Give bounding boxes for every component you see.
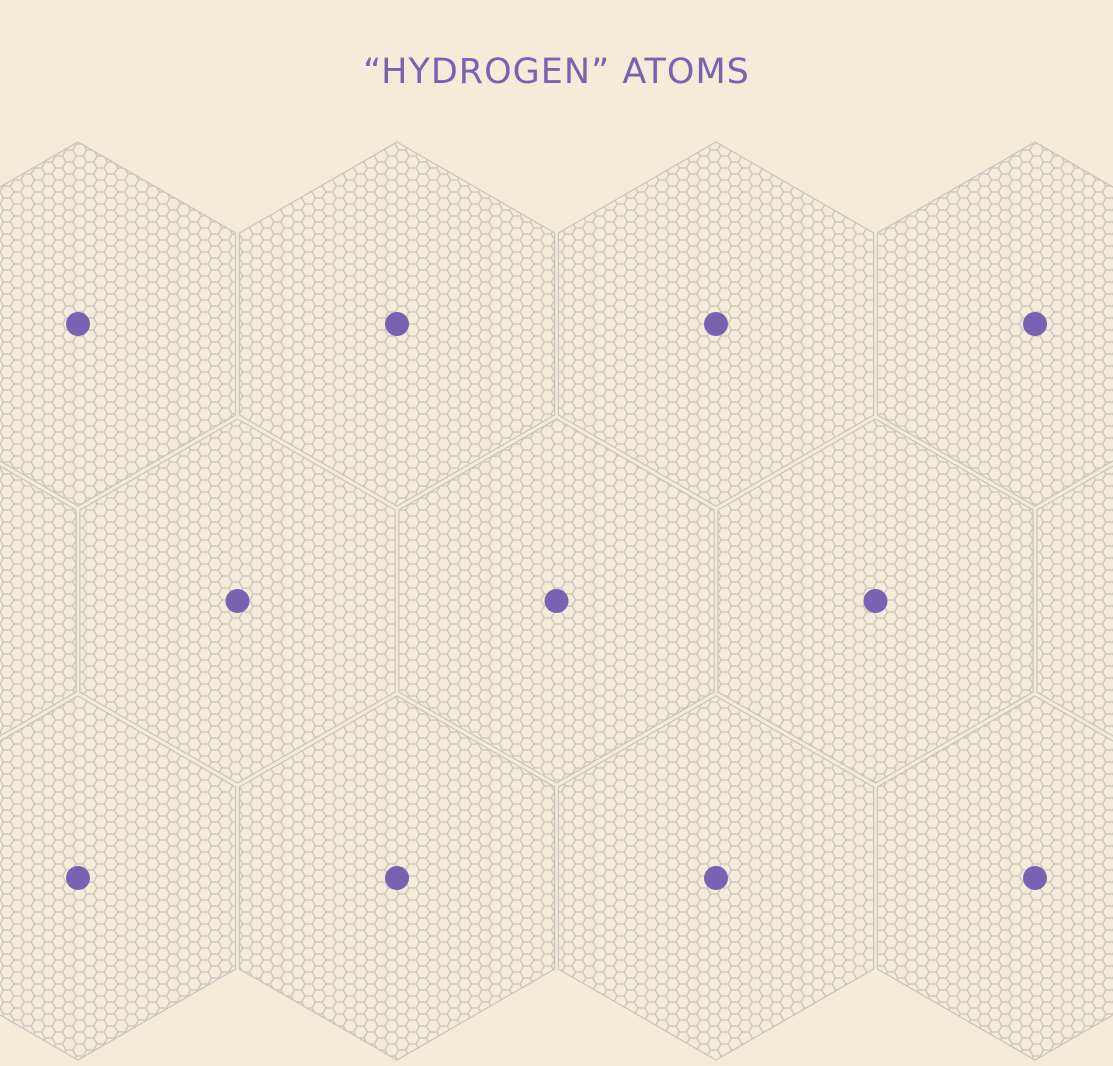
lattice-cell	[876, 141, 1113, 507]
hydrogen-atom	[704, 866, 728, 890]
hydrogen-atom	[704, 312, 728, 336]
hydrogen-atom	[544, 589, 569, 613]
lattice-cell	[1036, 465, 1113, 737]
lattice-cell	[0, 465, 77, 737]
lattice-cell	[0, 141, 237, 507]
hydrogen-atom	[863, 589, 888, 613]
lattice-cell	[0, 695, 237, 1061]
hydrogen-atom	[385, 312, 409, 336]
hydrogen-atom	[225, 589, 250, 613]
diagram-title: “HYDROGEN” ATOMS	[363, 52, 750, 92]
lattice-cell	[876, 695, 1113, 1061]
hydrogen-atom	[385, 866, 409, 890]
hydrogen-atom	[66, 312, 90, 336]
hydrogen-atom	[66, 866, 90, 890]
hydrogen-atom	[1023, 312, 1047, 336]
atom-layer	[66, 312, 1047, 890]
hydrogen-atom	[1023, 866, 1047, 890]
